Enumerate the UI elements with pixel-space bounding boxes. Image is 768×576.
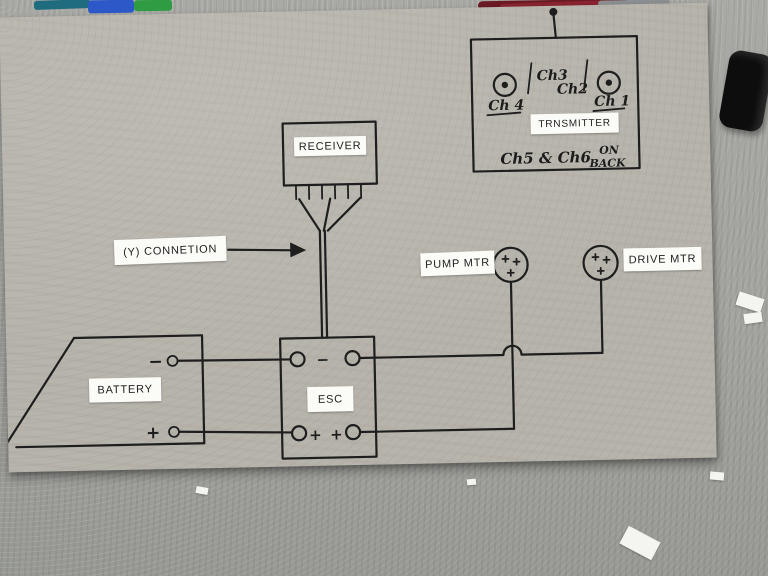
paper-scrap [195, 486, 209, 495]
paper-scrap [466, 478, 477, 486]
pump-motor-symbol [492, 246, 529, 283]
green-object [133, 0, 173, 12]
y-connection-arrow [227, 242, 307, 258]
drive-motor-label: DRIVE MTR [623, 246, 702, 272]
transmitter-box: Ch3 Ch2 Ch 4 Ch 1 Ch5 & Ch6 ON BACK [469, 7, 641, 173]
knob-right [596, 70, 621, 95]
esc-plus-left: + [309, 426, 322, 444]
drive-motor-symbol [582, 244, 619, 282]
paper-scrap [743, 311, 763, 325]
note-on: ON [599, 143, 620, 156]
wiring-diagram-drawing: Ch3 Ch2 Ch 4 Ch 1 Ch5 & Ch6 ON BACK [3, 7, 641, 460]
receiver-label: RECEIVER [293, 135, 367, 157]
label-ch1: Ch 1 [594, 93, 630, 110]
y-connection-label: (Y) CONNETION [113, 235, 227, 266]
teal-object [33, 0, 91, 10]
blue-object [87, 0, 135, 14]
battery-minus-wire [177, 358, 291, 362]
battery-minus-terminal [166, 355, 179, 367]
knob-left [492, 72, 517, 97]
esc-minus: − [316, 351, 329, 369]
battery-minus: − [148, 352, 163, 372]
pump-motor-lead [509, 280, 516, 430]
cardboard-panel: Ch3 Ch2 Ch 4 Ch 1 Ch5 & Ch6 ON BACK [0, 2, 717, 473]
paper-scrap [735, 291, 765, 313]
battery-plus: + [146, 423, 161, 443]
battery-plus-wire [178, 430, 293, 434]
paper-scrap [619, 525, 661, 561]
drive-motor-lead [599, 278, 604, 355]
esc-to-drive-wire [358, 344, 604, 360]
esc-label: ESC [307, 386, 354, 413]
label-ch2: Ch2 [557, 81, 589, 98]
receiver-box [281, 120, 378, 201]
esc-plus-right: + [330, 425, 343, 443]
motor-wires [358, 278, 604, 434]
battery-outline: − + [3, 334, 206, 449]
paper-scrap [709, 471, 725, 481]
pump-motor-label: PUMP MTR [420, 250, 495, 277]
esc-to-pump-wire [358, 427, 516, 434]
antenna-tip [549, 7, 558, 16]
note-back: BACK [588, 156, 626, 170]
y-connection-wires [298, 196, 362, 339]
battery-wires [177, 358, 293, 434]
label-ch4: Ch 4 [488, 97, 524, 114]
battery-label: BATTERY [88, 377, 162, 403]
label-ch3: Ch3 [536, 68, 568, 85]
transmitter-label: TRNSMITTER [530, 112, 619, 135]
black-knob-object [717, 48, 768, 134]
battery-plus-terminal [168, 425, 180, 438]
note-ch5-ch6: Ch5 & Ch6 [500, 148, 591, 168]
